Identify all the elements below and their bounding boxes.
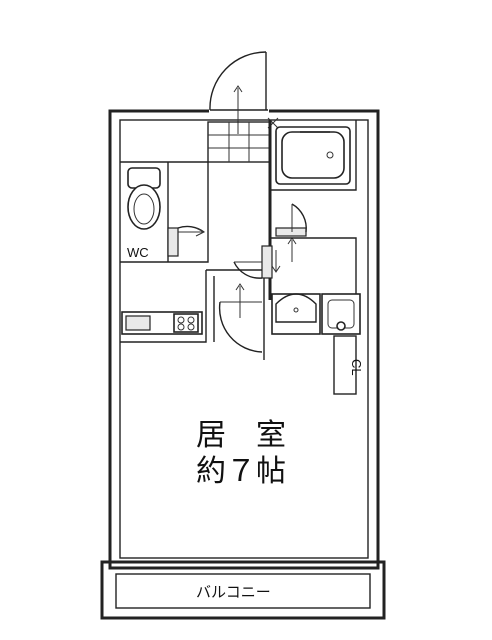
entrance-door xyxy=(209,51,269,134)
bathroom-door xyxy=(275,203,307,262)
kitchen-counter xyxy=(121,311,203,335)
closet-label: CL xyxy=(349,359,364,376)
closet: CL xyxy=(333,335,364,395)
balcony-label: バルコニー xyxy=(196,584,271,601)
washing-machine xyxy=(321,293,361,335)
entrance-hall-tiles xyxy=(207,117,279,163)
wc-label: WC xyxy=(127,245,149,260)
wc-room: WC xyxy=(120,161,209,263)
washbasin xyxy=(271,293,321,335)
balcony: バルコニー xyxy=(100,560,386,620)
bathroom xyxy=(268,120,357,300)
partitions xyxy=(120,237,357,360)
room-name: 居 室 xyxy=(196,418,286,453)
wc-door xyxy=(167,225,206,257)
hall-door xyxy=(233,245,281,279)
room-size: 約７帖 xyxy=(196,454,286,489)
room-door xyxy=(218,283,263,353)
